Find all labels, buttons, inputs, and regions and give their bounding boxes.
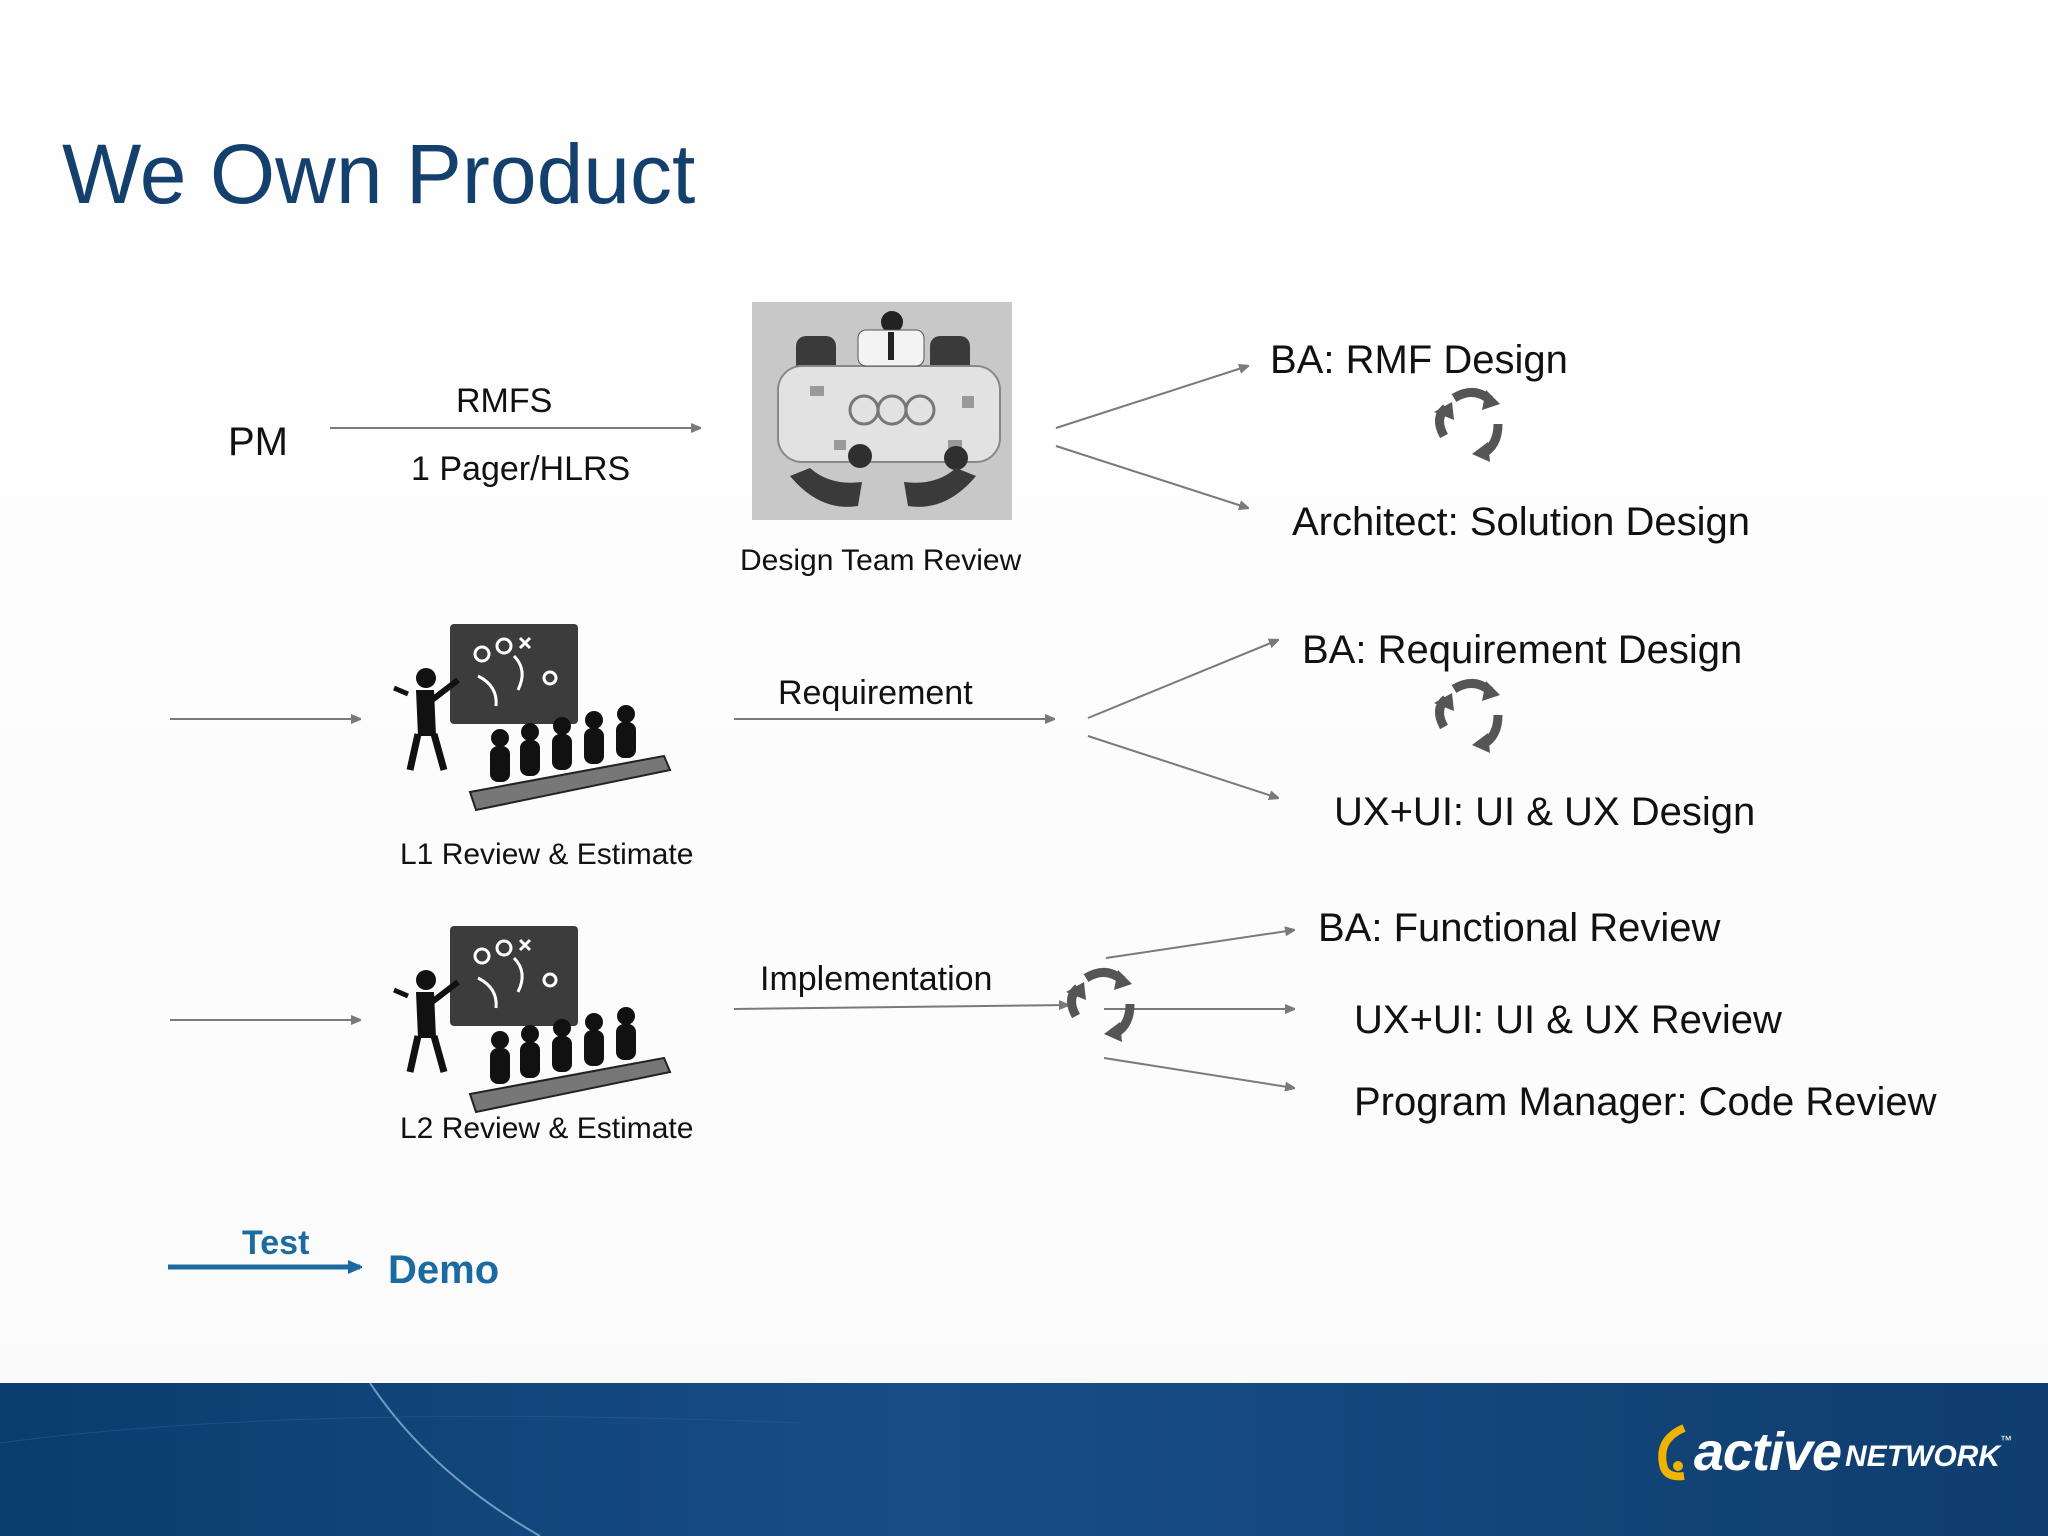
cycle-arrows-icon [1434,681,1500,753]
rmf-design-label: BA: RMF Design [1270,338,1568,382]
arrow-to-rmf-design [1055,366,1248,429]
slide-title: We Own Product [62,127,696,221]
logo-active-text: active [1693,1422,1842,1482]
logo-trademark: ™ [2000,1433,2012,1447]
code-review-label: Program Manager: Code Review [1354,1080,1937,1124]
cycle-arrows-icon [1434,390,1500,462]
solution-design-label: Architect: Solution Design [1292,500,1751,544]
design-team-review-picture [752,302,1012,520]
rmfs-label: RMFS [456,382,553,420]
logo-swoosh-icon [1658,1424,1686,1481]
arrow-implementation [733,1005,1068,1009]
l2-review-picture [393,926,672,1114]
pager-hlrs-label: 1 Pager/HLRS [411,450,631,488]
design-team-review-caption: Design Team Review [740,544,1022,577]
footer-swoosh-lines [0,1383,801,1536]
test-label: Test [242,1224,310,1262]
footer-bar: active NETWORK ™ [0,1383,2048,1536]
logo-network-text: NETWORK [1845,1440,2000,1473]
arrow-to-functional-review [1105,930,1294,959]
arrow-to-requirement-design [1087,640,1278,719]
cycle-arrows-icon [1066,970,1132,1042]
requirement-design-label: BA: Requirement Design [1302,628,1743,672]
demo-label: Demo [388,1248,500,1292]
pm-label: PM [228,420,288,464]
functional-review-label: BA: Functional Review [1318,906,1721,950]
arrow-to-solution-design [1055,445,1248,508]
requirement-label: Requirement [778,674,973,712]
l2-review-caption: L2 Review & Estimate [400,1112,694,1145]
ui-ux-review-label: UX+UI: UI & UX Review [1354,998,1782,1042]
active-network-logo: active NETWORK ™ [1654,1421,2012,1483]
implementation-label: Implementation [760,960,993,998]
l1-review-caption: L1 Review & Estimate [400,838,694,871]
ui-ux-design-label: UX+UI: UI & UX Design [1334,790,1756,834]
arrow-to-ui-ux-design [1087,735,1278,798]
l1-review-picture [393,624,672,812]
arrow-to-code-review [1103,1057,1294,1088]
